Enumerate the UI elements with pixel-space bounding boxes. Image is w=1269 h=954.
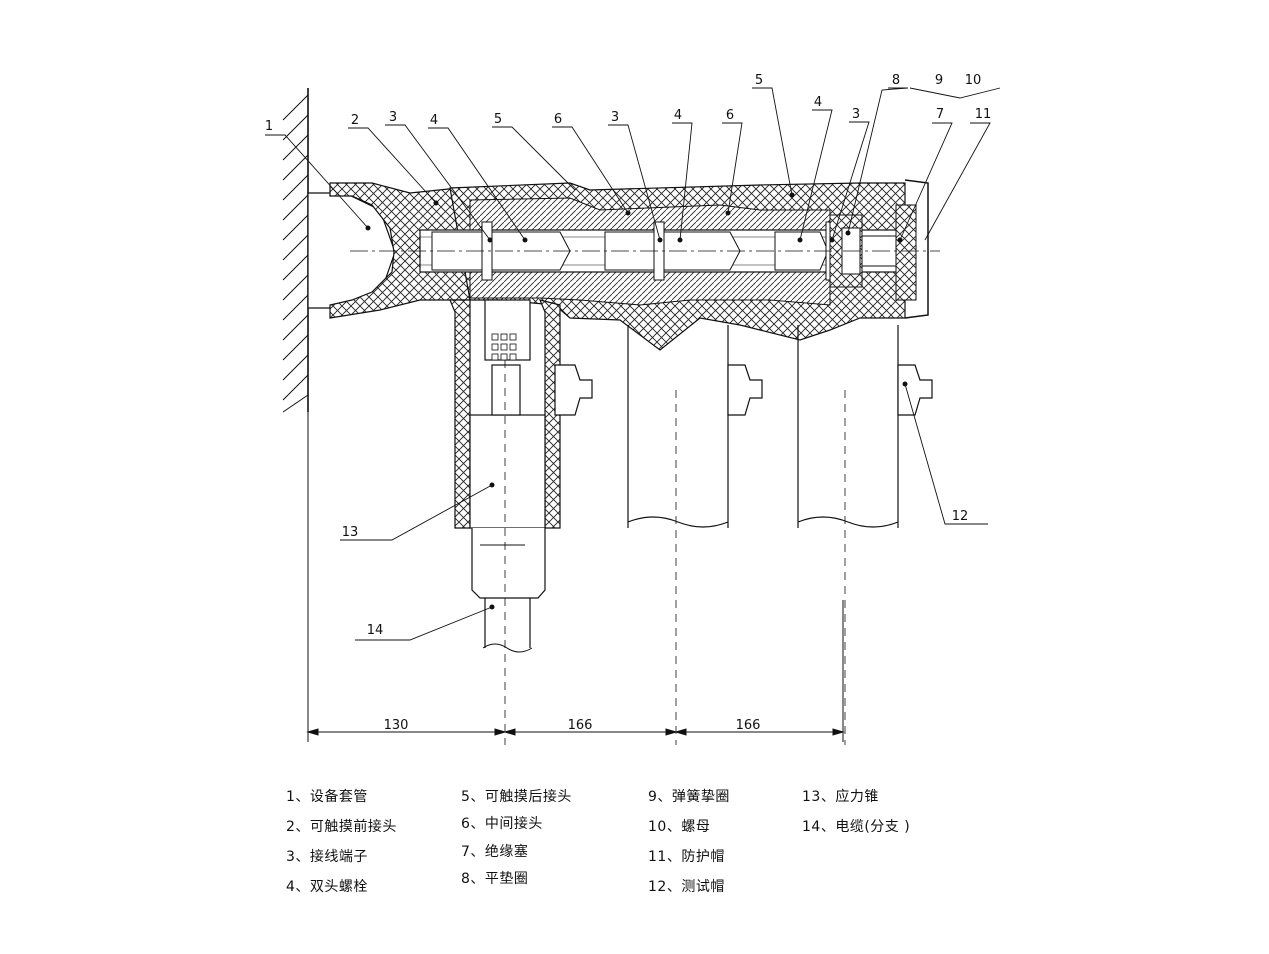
cable-columns <box>554 325 933 528</box>
dimension-166-b: 166 <box>736 718 761 733</box>
dimension-lines <box>306 412 845 742</box>
callout-11: 11 <box>975 107 992 122</box>
leader-lines <box>265 87 1001 641</box>
callout-13: 13 <box>342 525 359 540</box>
callout-3-b: 3 <box>611 110 619 125</box>
callout-10: 10 <box>965 73 982 88</box>
callout-3-a: 3 <box>389 110 397 125</box>
dimension-166-a: 166 <box>568 718 593 733</box>
callout-14: 14 <box>367 623 384 638</box>
callout-9: 9 <box>935 73 943 88</box>
callout-5-b: 5 <box>755 73 763 88</box>
callout-2: 2 <box>351 113 359 128</box>
callout-5-a: 5 <box>494 112 502 127</box>
callout-6-a: 6 <box>554 112 562 127</box>
callout-7: 7 <box>936 107 944 122</box>
callout-8: 8 <box>892 73 900 88</box>
callout-4-c: 4 <box>814 95 822 110</box>
dimension-130: 130 <box>384 718 409 733</box>
callout-4-b: 4 <box>674 108 682 123</box>
equipment-bushing <box>307 182 471 319</box>
callout-3-c: 3 <box>852 107 860 122</box>
callout-1: 1 <box>265 119 273 134</box>
callout-4-a: 4 <box>430 113 438 128</box>
stress-cone-sleeve <box>449 299 561 653</box>
leader-dots <box>365 192 908 610</box>
callout-12: 12 <box>952 509 969 524</box>
callout-6-b: 6 <box>726 108 734 123</box>
dashed-centerlines <box>504 360 846 745</box>
